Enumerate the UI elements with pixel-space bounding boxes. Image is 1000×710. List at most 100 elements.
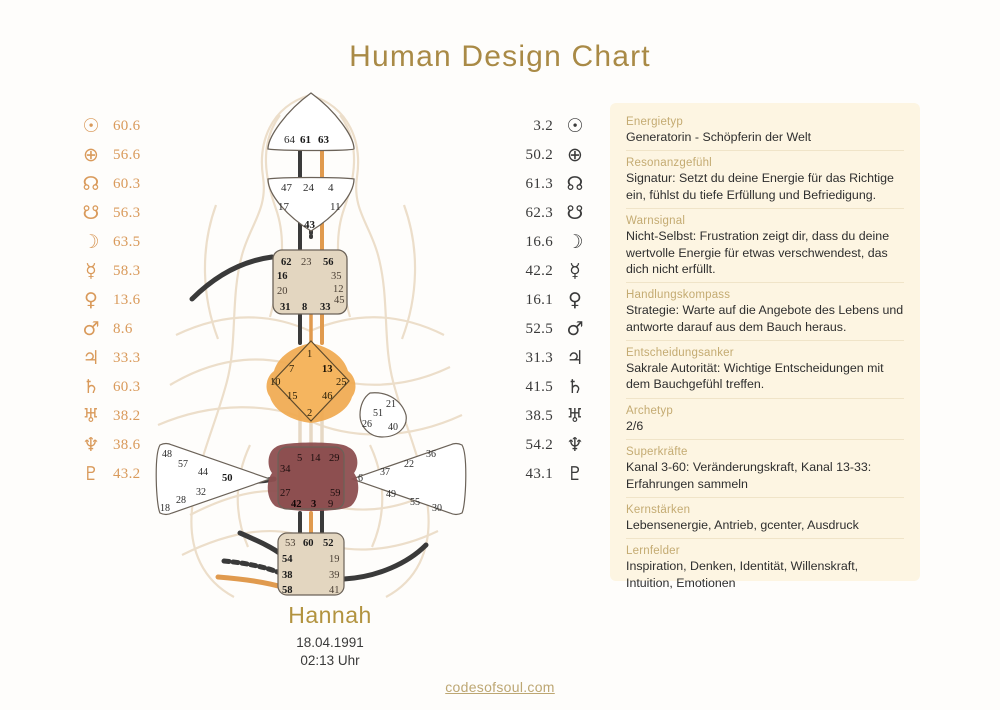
center-spleen[interactable]: 48 57 44 50 32 28 18	[155, 442, 272, 516]
center-head[interactable]: 64 61 63	[267, 92, 355, 152]
personality-planet-row: 54.2♆	[498, 431, 588, 460]
personality-planet-row: 62.3 ☋	[498, 199, 588, 228]
center-ajna[interactable]: 47 24 4 17 11 43	[267, 176, 355, 232]
bodygraph: 64 61 63 47 24 4 17 11 43 62 23 56 16	[130, 85, 490, 605]
info-block-warnsignal: Warnsignal Nicht-Selbst: Frustration zei…	[626, 208, 904, 282]
info-block-energietyp: Energietyp Generatorin - Schöpferin der …	[626, 116, 904, 150]
gate-51: 51	[373, 408, 383, 419]
mercury-icon: ☿	[569, 260, 581, 282]
gate-45: 45	[334, 295, 345, 306]
design-planet-value: 13.6	[113, 292, 141, 308]
personality-planet-row: 16.1♀	[498, 286, 588, 315]
center-sacral[interactable]: 5 14 29 34 27 59 42 3 9	[267, 442, 359, 512]
design-planet-row: ☽63.5	[78, 228, 140, 257]
gate-62: 62	[281, 257, 292, 268]
design-planet-row: ♃33.3	[78, 344, 140, 373]
personality-planet-value: 62.3	[525, 205, 553, 221]
sun-icon: ☉	[82, 115, 100, 137]
gate-54: 54	[282, 554, 293, 565]
jupiter-icon: ♃	[566, 347, 584, 369]
gate-11: 11	[330, 201, 341, 213]
center-ego[interactable]: 21 51 26 40	[359, 392, 407, 438]
personality-planet-value: 43.1	[525, 466, 553, 482]
design-planet-value: 56.6	[113, 147, 141, 163]
north-node-icon: ☊	[566, 173, 584, 195]
personality-planet-value: 41.5	[525, 379, 553, 395]
jupiter-icon: ♃	[82, 347, 100, 369]
personality-planet-value: 16.6	[525, 234, 553, 250]
design-planet-row: ♀13.6	[78, 286, 140, 315]
info-value: 2/6	[626, 418, 644, 433]
design-planet-row: ♅38.2	[78, 402, 140, 431]
design-planet-row: ♄60.3	[78, 373, 140, 402]
gate-24: 24	[303, 182, 315, 194]
south-node-icon: ☋	[82, 202, 100, 224]
design-planet-row: ☿ 58.3	[78, 257, 140, 286]
channel-38-28	[221, 558, 283, 576]
gate-49: 49	[386, 489, 396, 500]
design-planet-value: 60.6	[113, 118, 141, 134]
pluto-icon: ♇	[566, 463, 584, 485]
design-planet-row: ⊕56.6	[78, 141, 140, 170]
info-label: Handlungskompass	[626, 289, 731, 302]
gate-53: 53	[285, 538, 296, 549]
gate-6: 6	[358, 473, 363, 484]
channel-54-32	[215, 574, 285, 590]
site-link[interactable]: codesofsoul.com	[445, 679, 555, 695]
gate-42: 42	[291, 499, 302, 510]
gate-46: 46	[322, 391, 333, 402]
gate-9: 9	[328, 499, 333, 510]
design-planet-value: 38.2	[113, 408, 141, 424]
info-label: Kernstärken	[626, 503, 691, 516]
design-planet-value: 58.3	[113, 263, 141, 279]
mars-icon: ♂	[82, 318, 100, 340]
design-planet-value: 60.3	[113, 176, 141, 192]
personality-planet-row: 42.2☿	[498, 257, 588, 286]
gate-50: 50	[222, 473, 233, 484]
person-info: Hannah 18.04.1991 02:13 Uhr	[230, 602, 430, 670]
gate-10: 10	[270, 377, 281, 388]
gate-30: 30	[432, 503, 442, 514]
info-label: Entscheidungsanker	[626, 347, 734, 359]
gate-60: 60	[303, 538, 314, 549]
personality-planet-column: 3.2☉ 50.2⊕ 61.3☊ 62.3☋ 16.6☽ 42.2☿ 16.1♀…	[498, 112, 588, 489]
gate-55: 55	[410, 497, 420, 508]
personality-planet-value: 54.2	[525, 437, 553, 453]
design-planet-row: ☊ 60.3	[78, 170, 141, 199]
gate-23: 23	[301, 257, 312, 268]
design-planet-row: ♇43.2	[78, 460, 140, 489]
info-value: Inspiration, Denken, Identität, Willensk…	[626, 559, 859, 590]
gate-18: 18	[160, 503, 170, 514]
saturn-icon: ♄	[82, 376, 100, 398]
center-solarplexus[interactable]: 6 37 22 36 49 55 30	[350, 442, 467, 516]
info-block-archetyp: Archetyp 2/6	[626, 397, 904, 439]
info-value: Lebensenergie, Antrieb, gcenter, Ausdruc…	[626, 517, 859, 532]
south-node-icon: ☋	[566, 202, 584, 224]
design-planet-value: 43.2	[113, 466, 141, 482]
gate-37: 37	[380, 467, 390, 478]
info-block-kernstaerken: Kernstärken Lebensenergie, Antrieb, gcen…	[626, 496, 904, 538]
personality-planet-row: 52.5♂	[498, 315, 588, 344]
gate-2: 2	[307, 408, 312, 419]
gate-16: 16	[277, 271, 288, 282]
gate-14: 14	[310, 453, 321, 464]
gate-7: 7	[289, 364, 294, 375]
info-value: Nicht-Selbst: Frustration zeigt dir, das…	[626, 229, 890, 276]
info-block-resonanzgefuehl: Resonanzgefühl Signatur: Setzt du deine …	[626, 150, 904, 208]
center-throat[interactable]: 62 23 56 16 35 20 12 45 31 8 33	[272, 249, 348, 315]
mercury-icon: ☿	[85, 260, 97, 282]
info-label: Energietyp	[626, 116, 683, 128]
person-birth-date: 18.04.1991	[296, 635, 364, 650]
gate-39: 39	[329, 570, 340, 581]
info-label: Superkräfte	[626, 446, 688, 459]
personality-planet-row: 38.5♅	[498, 402, 588, 431]
info-value: Sakrale Autorität: Wichtige Entscheidung…	[626, 361, 884, 392]
north-node-icon: ☊	[82, 173, 100, 195]
gate-29: 29	[329, 453, 340, 464]
center-gcenter[interactable]: 1 7 13 10 25 15 46 2	[266, 340, 356, 423]
center-root[interactable]: 53 60 52 54 19 38 39 58 41	[277, 532, 345, 596]
channel-41-30	[341, 542, 429, 582]
personality-planet-value: 3.2	[533, 118, 553, 134]
gate-58: 58	[282, 585, 293, 596]
gate-41: 41	[329, 585, 340, 596]
